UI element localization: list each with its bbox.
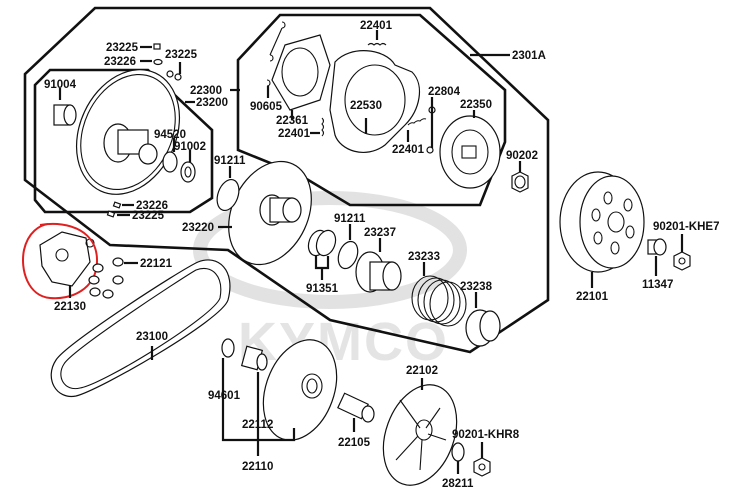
label-11347: 11347 — [642, 279, 673, 291]
label-22350: 22350 — [460, 99, 492, 111]
label-90605: 90605 — [250, 101, 283, 113]
clutch-plate-22350 — [439, 115, 501, 189]
label-91351: 91351 — [306, 283, 339, 295]
rollers-22121 — [88, 257, 124, 299]
ramp-plate-22130 — [39, 231, 95, 287]
pins-bottom — [106, 201, 122, 218]
label-23225-a: 23225 — [106, 42, 139, 54]
oil-seal-91002 — [180, 161, 196, 183]
label-22401-a: 22401 — [360, 20, 393, 32]
clutch-assembly-boundary — [236, 13, 507, 207]
label-91211-b: 91211 — [334, 213, 366, 225]
bushing-22112 — [240, 345, 268, 371]
label-23220: 23220 — [182, 222, 214, 234]
label-22130: 22130 — [54, 301, 86, 313]
circlip-94520 — [162, 151, 178, 173]
label-23100: 23100 — [136, 331, 168, 343]
highlight-circle — [22, 223, 99, 300]
label-22112: 22112 — [242, 419, 273, 431]
label-94601: 94601 — [208, 390, 241, 402]
nut-90201-khe7 — [673, 251, 691, 271]
clips-90605 — [266, 21, 286, 87]
orings-91351 — [307, 229, 337, 257]
label-94520: 94520 — [154, 129, 186, 141]
label-22530: 22530 — [350, 100, 382, 112]
label-23233: 23233 — [408, 251, 440, 263]
label-23225-c: 23225 — [132, 210, 165, 222]
clutch-plate-22361 — [271, 34, 331, 111]
label-90202: 90202 — [506, 150, 538, 162]
oring-94601 — [221, 338, 235, 358]
label-22401-b: 22401 — [278, 128, 311, 140]
pins-top — [153, 43, 182, 81]
oring-91211b — [337, 240, 359, 270]
label-2301A: 2301A — [512, 50, 546, 62]
label-23226-b: 23226 — [136, 200, 168, 212]
nut-90202 — [511, 171, 529, 193]
label-22401-c: 22401 — [392, 144, 425, 156]
label-22110: 22110 — [242, 461, 273, 473]
label-23200: 23200 — [196, 97, 228, 109]
spring-23233 — [411, 275, 467, 327]
outer-assembly-boundary — [23, 6, 550, 354]
label-22300: 22300 — [190, 85, 222, 97]
bearing-11347 — [647, 238, 667, 256]
label-22102: 22102 — [406, 365, 438, 377]
guide-23237 — [355, 251, 402, 293]
label-22804: 22804 — [428, 86, 461, 98]
clutch-bell-22101 — [559, 171, 645, 273]
label-28211: 28211 — [442, 478, 474, 490]
label-22361: 22361 — [276, 115, 309, 127]
fan-drive-face-22102 — [382, 384, 458, 486]
label-23238: 23238 — [460, 281, 493, 293]
springs-22401 — [321, 42, 427, 137]
bearing-91004 — [53, 104, 77, 126]
label-90201-KHR8: 90201-KHR8 — [452, 429, 520, 441]
label-90201-KHE7: 90201-KHE7 — [653, 221, 719, 233]
movable-drive-face — [262, 339, 338, 441]
washer-28211 — [451, 442, 465, 462]
label-22121: 22121 — [140, 258, 173, 270]
driven-face-23220 — [228, 160, 312, 266]
leader-91351-bracket — [314, 256, 330, 270]
label-23226-a: 23226 — [104, 56, 136, 68]
label-23237: 23237 — [364, 227, 396, 239]
label-91211-a: 91211 — [214, 155, 246, 167]
nut-90201-khr8 — [473, 457, 491, 477]
collar-23238 — [465, 309, 501, 347]
label-22101: 22101 — [576, 291, 609, 303]
collar-22105 — [337, 392, 375, 423]
label-22105: 22105 — [338, 437, 371, 449]
oring-91211a — [216, 178, 240, 212]
drive-belt-23100 — [50, 259, 231, 398]
watermark-text: KYMCO — [238, 312, 449, 372]
label-23225-b: 23225 — [165, 49, 198, 61]
clutch-shoes-22530 — [329, 50, 420, 154]
label-91002: 91002 — [174, 141, 206, 153]
label-91004: 91004 — [44, 79, 77, 91]
